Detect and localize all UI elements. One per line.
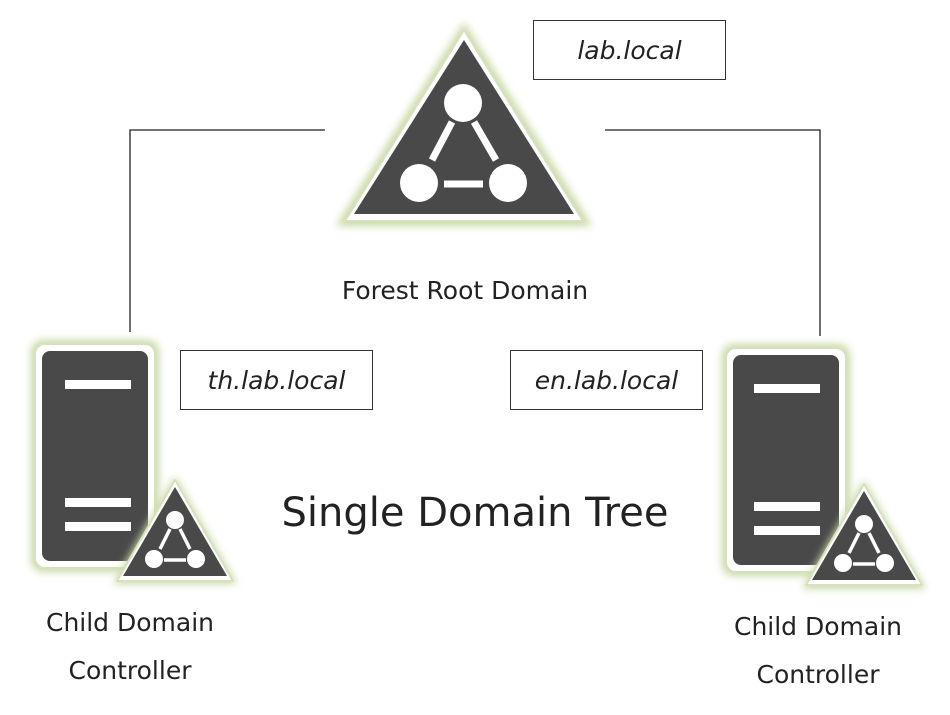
right-child-domain-label: en.lab.local: [510, 350, 703, 410]
connector-root-to-right: [605, 129, 821, 336]
diagram-title: Single Domain Tree: [281, 490, 669, 536]
right-child-caption-line1: Child Domain: [733, 612, 903, 641]
right-domain-badge-icon: [802, 480, 926, 589]
connector-root-to-left: [129, 129, 325, 332]
left-domain-badge-icon: [113, 476, 237, 584]
left-child-caption-line1: Child Domain: [45, 608, 215, 637]
right-server-icon: [722, 344, 850, 576]
left-server-icon: [31, 340, 159, 572]
right-child-caption-line2: Controller: [756, 660, 880, 689]
root-domain-label: lab.local: [533, 20, 726, 80]
root-caption: Forest Root Domain: [341, 276, 589, 305]
forest-root-domain-icon: [336, 22, 592, 226]
left-child-domain-label: th.lab.local: [180, 350, 373, 410]
left-child-caption-line2: Controller: [68, 656, 192, 685]
